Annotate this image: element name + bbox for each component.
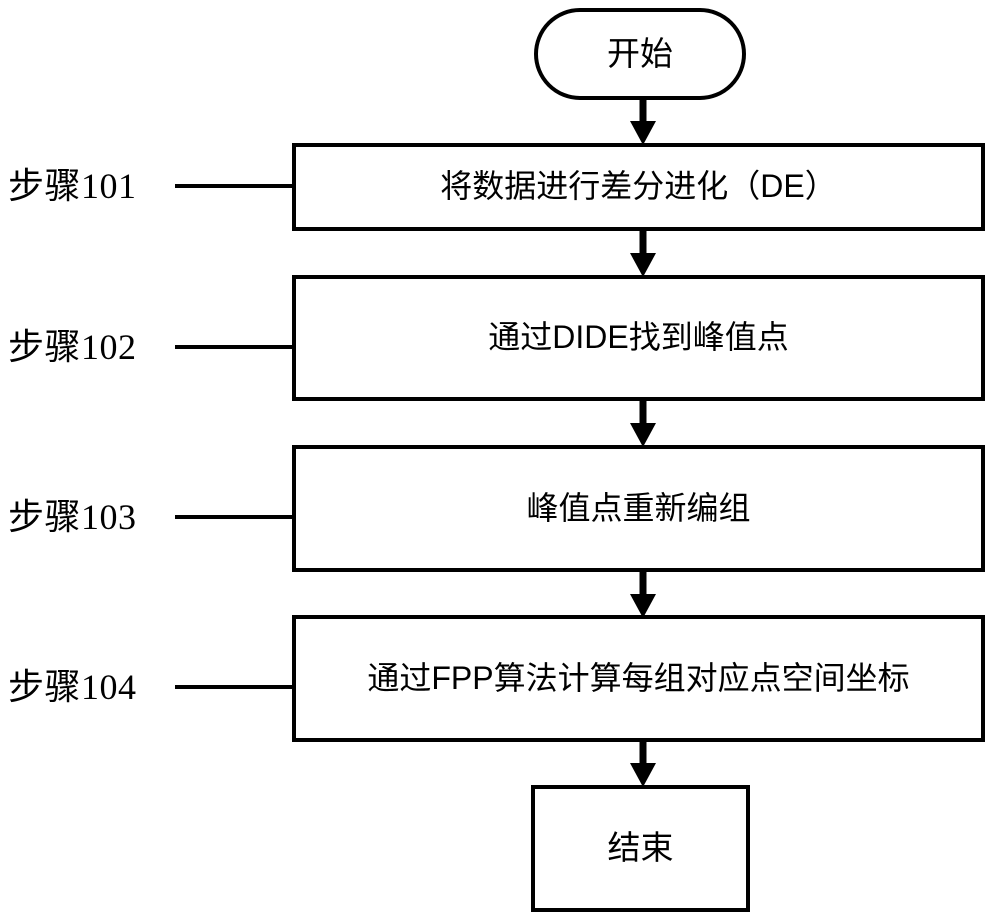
step-label-103: 步骤103 (8, 497, 137, 537)
step-label-102: 步骤102 (8, 327, 137, 367)
leader-line-102 (175, 345, 294, 349)
node-step101[interactable]: 将数据进行差分进化（DE） (292, 143, 985, 231)
arrow-step104-to-end (628, 741, 658, 787)
node-end-label: 结束 (607, 829, 674, 867)
arrow-start-to-step101 (628, 99, 658, 145)
node-end[interactable]: 结束 (531, 785, 750, 912)
node-step101-label: 将数据进行差分进化（DE） (440, 168, 837, 205)
arrow-step102-to-step103 (628, 400, 658, 447)
node-step102-label: 通过DIDE找到峰值点 (488, 319, 789, 356)
node-start[interactable]: 开始 (534, 8, 746, 100)
node-start-label: 开始 (607, 34, 673, 72)
node-step104-label: 通过FPP算法计算每组对应点空间坐标 (367, 659, 910, 696)
node-step102[interactable]: 通过DIDE找到峰值点 (292, 275, 985, 401)
step-label-104: 步骤104 (8, 667, 137, 707)
node-step103-label: 峰值点重新编组 (526, 489, 751, 526)
leader-line-103 (175, 515, 294, 519)
arrow-step103-to-step104 (628, 571, 658, 618)
node-step104[interactable]: 通过FPP算法计算每组对应点空间坐标 (292, 615, 985, 742)
step-label-101: 步骤101 (8, 166, 137, 206)
leader-line-104 (175, 685, 294, 689)
node-step103[interactable]: 峰值点重新编组 (292, 445, 985, 572)
leader-line-101 (175, 184, 294, 188)
arrow-step101-to-step102 (628, 230, 658, 277)
